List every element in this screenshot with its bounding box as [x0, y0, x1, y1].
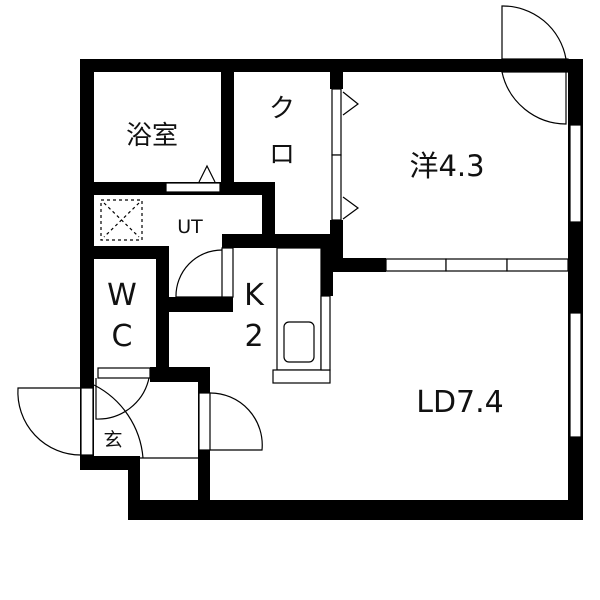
room-label-living-dining: LD7.4 — [416, 385, 504, 420]
ut-door — [175, 247, 234, 298]
room-label-closet-2: ロ — [269, 140, 295, 170]
room-label-bath: 浴室 — [126, 121, 178, 151]
washing-machine-pan-cross — [103, 202, 140, 238]
washing-machine-pan — [100, 199, 143, 241]
room-label-kitchen-1: K — [244, 278, 265, 313]
wc-door — [95, 367, 151, 420]
room-label-wc-1: W — [107, 278, 137, 313]
bath-door — [165, 164, 221, 193]
front-door — [17, 384, 198, 459]
room-label-wc-2: C — [112, 319, 133, 354]
room-label-entrance: 玄 — [103, 429, 122, 451]
windows — [385, 124, 582, 438]
walls — [80, 59, 583, 520]
room-label-closet-1: ク — [269, 94, 295, 124]
ld-door — [198, 392, 263, 451]
room-label-western: 洋4.3 — [409, 149, 484, 183]
closet-sliding-doors — [331, 88, 360, 221]
kitchen-counter — [272, 247, 331, 384]
room-label-kitchen-2: 2 — [244, 319, 263, 354]
room-label-utility: UT — [177, 216, 203, 238]
